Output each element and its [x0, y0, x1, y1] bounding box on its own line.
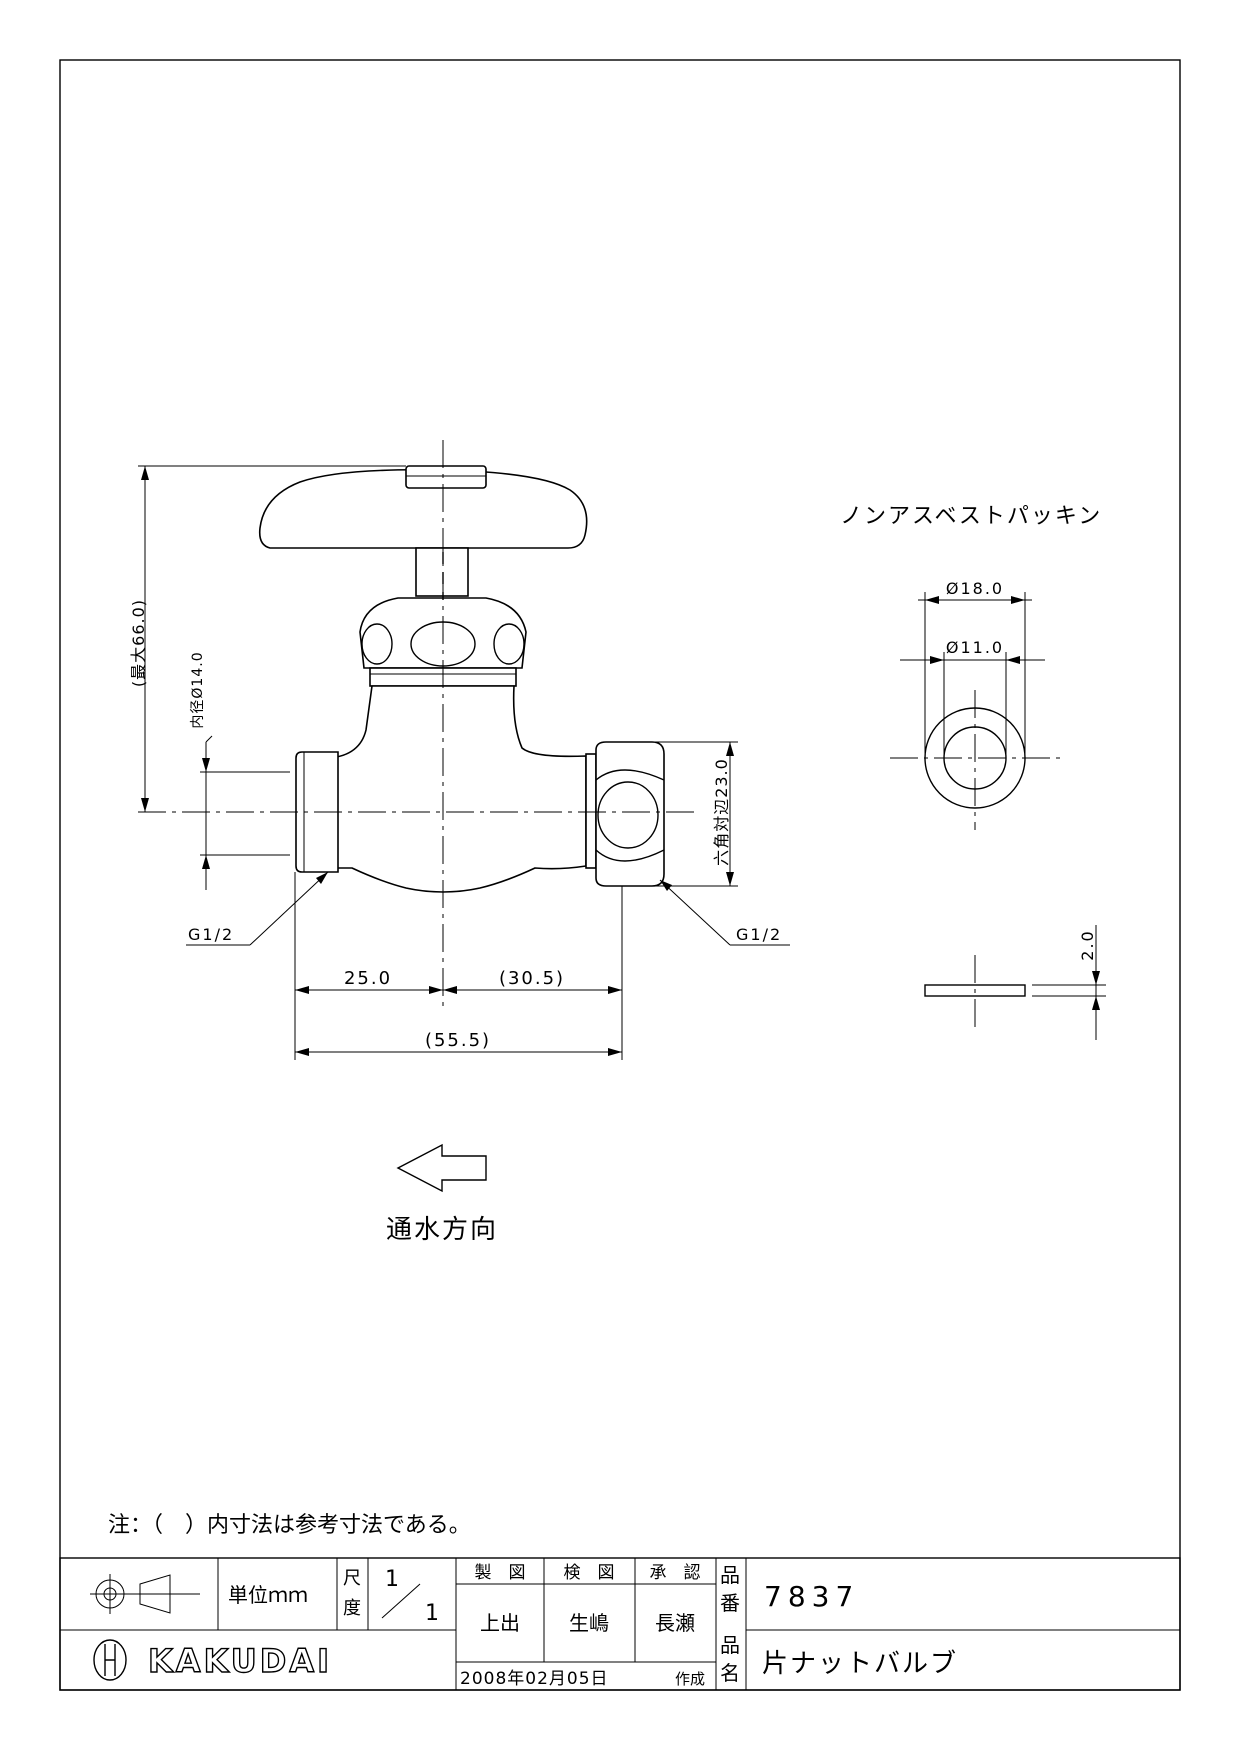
dimensions: (最大66.0) 内径Ø14.0 六角対辺23.0 G1/2 G1/2	[129, 465, 790, 1060]
kakudai-logo: KAKUDAI	[93, 1639, 332, 1681]
thread-label-right: G1/2	[736, 925, 782, 944]
dim-packing-od: Ø18.0	[946, 579, 1004, 598]
packing-side-view	[924, 984, 1026, 997]
dim-length-right: (30.5)	[499, 968, 565, 989]
part-name: 片ナットバルブ	[762, 1649, 958, 1679]
part-name-label-top: 品	[720, 1633, 740, 1657]
part-name-label-bottom: 名	[720, 1661, 740, 1685]
thread-label-left: G1/2	[188, 925, 234, 944]
header-approved: 承 認	[650, 1563, 701, 1583]
header-drawn: 製 図	[475, 1563, 526, 1583]
handle-cap	[405, 465, 487, 489]
flow-direction-label: 通水方向	[386, 1215, 498, 1245]
third-angle-projection-icon	[90, 1574, 200, 1614]
reference-note: 注：（ ）内寸法は参考寸法である。	[108, 1513, 471, 1538]
title-block: 単位ｍｍ 尺 度 1 1 製 図 検 図 承 認 上出 生嶋 長瀬 2008年0…	[59, 1557, 1181, 1691]
bonnet-oval-left	[361, 623, 393, 665]
packing-title: ノンアスベストパッキン	[840, 504, 1102, 529]
brand-name: KAKUDAI	[148, 1642, 332, 1680]
valve-front-view	[138, 440, 700, 1010]
valve-stem	[415, 547, 469, 597]
dim-length-left: 25.0	[344, 968, 392, 989]
dim-packing-id: Ø11.0	[946, 638, 1004, 657]
dim-packing-thickness: 2.0	[1078, 929, 1097, 960]
scale-numerator: 1	[385, 1567, 399, 1592]
scale-denominator: 1	[425, 1601, 439, 1626]
scale-label-top: 尺	[343, 1568, 361, 1589]
part-number: 7837	[764, 1580, 859, 1613]
unit-label: 単位ｍｍ	[228, 1583, 308, 1607]
scale-label-bottom: 度	[343, 1598, 361, 1619]
dim-length-total: (55.5)	[425, 1030, 491, 1051]
checked-by: 生嶋	[569, 1611, 609, 1635]
valve-body	[329, 685, 587, 893]
approved-by: 長瀬	[655, 1611, 695, 1635]
dim-hex-across-flats: 六角対辺23.0	[712, 758, 731, 866]
dim-max-height: (最大66.0)	[129, 599, 148, 687]
dim-inner-diameter: 内径Ø14.0	[190, 651, 206, 728]
packing-views: ノンアスベストパッキン Ø18.0 Ø11.0 2.0	[840, 504, 1106, 1040]
drawn-by: 上出	[480, 1611, 520, 1635]
part-number-label-bottom: 番	[720, 1591, 740, 1615]
creation-date: 2008年02月05日	[460, 1669, 609, 1689]
hex-nut-collar	[585, 753, 597, 869]
bonnet-oval-right	[493, 623, 525, 665]
header-checked: 検 図	[564, 1563, 615, 1583]
flow-direction: 通水方向	[386, 1143, 498, 1245]
flow-arrow-icon	[396, 1143, 487, 1193]
hex-nut	[595, 741, 665, 887]
created-label: 作成	[675, 1670, 705, 1688]
part-number-label-top: 品	[720, 1563, 740, 1587]
